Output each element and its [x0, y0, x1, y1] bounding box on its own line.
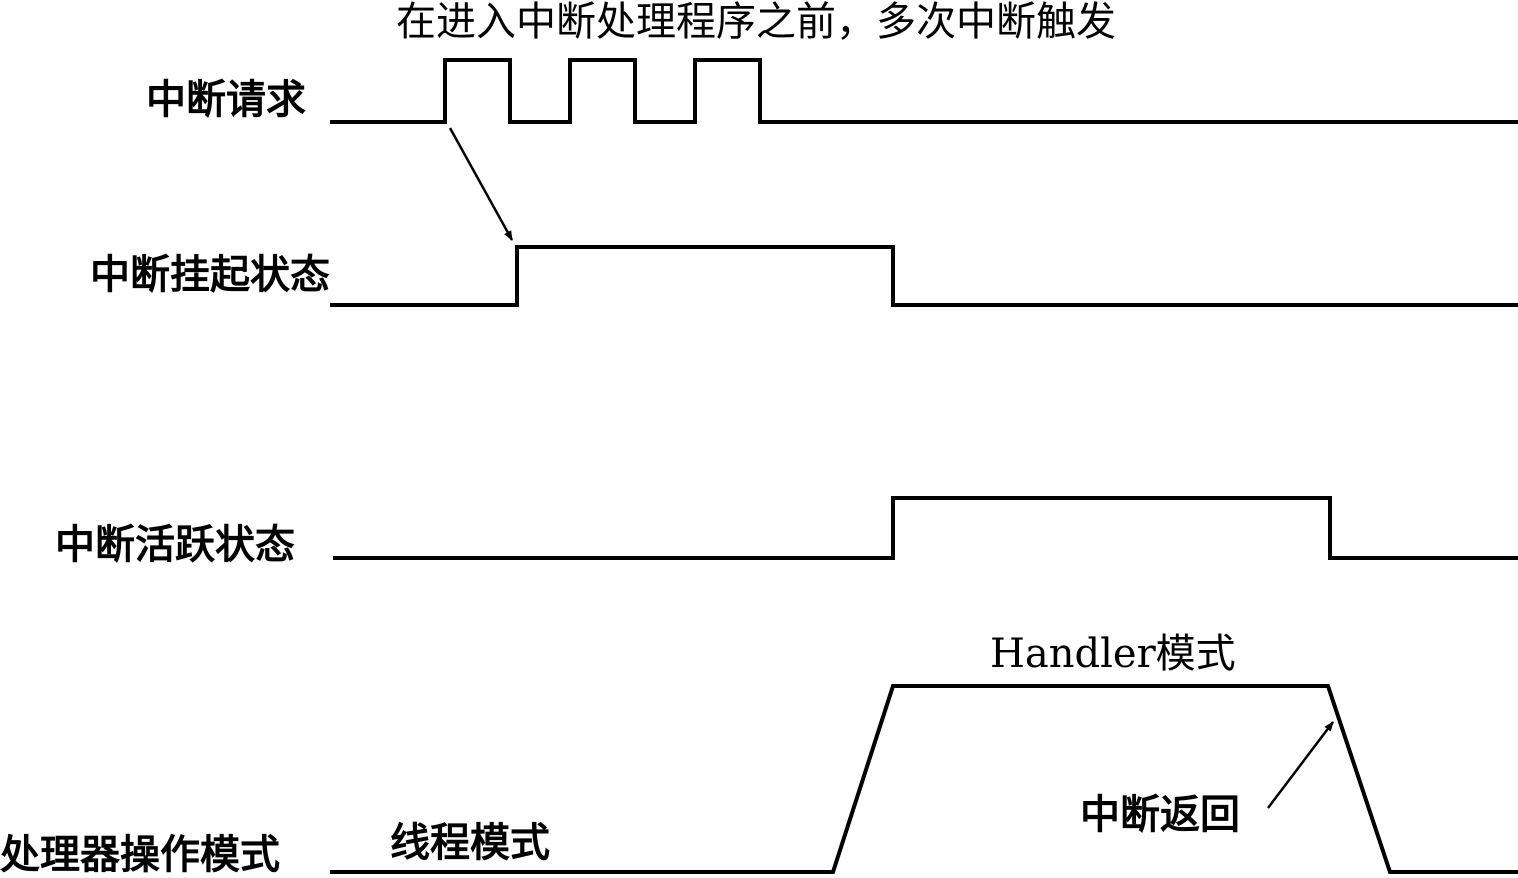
handler-mode-label: Handler模式 [990, 631, 1236, 677]
signal-label-interrupt-pending: 中断挂起状态 [90, 251, 330, 298]
thread-mode-label: 线程模式 [390, 819, 550, 866]
signal-label-interrupt-request: 中断请求 [146, 76, 306, 123]
interrupt-return-label: 中断返回 [1080, 791, 1240, 838]
signal-label-interrupt-active: 中断活跃状态 [55, 521, 295, 568]
pending-arrow [448, 127, 514, 241]
interrupt-request-waveform [330, 58, 1518, 124]
diagram-title: 在进入中断处理程序之前，多次中断触发 [396, 0, 1116, 45]
signal-label-processor-mode: 处理器操作模式 [0, 831, 280, 878]
interrupt-active-waveform [333, 496, 1518, 560]
return-arrow [1267, 721, 1334, 809]
interrupt-pending-waveform [330, 245, 1518, 307]
processor-mode-waveform [330, 684, 1518, 874]
